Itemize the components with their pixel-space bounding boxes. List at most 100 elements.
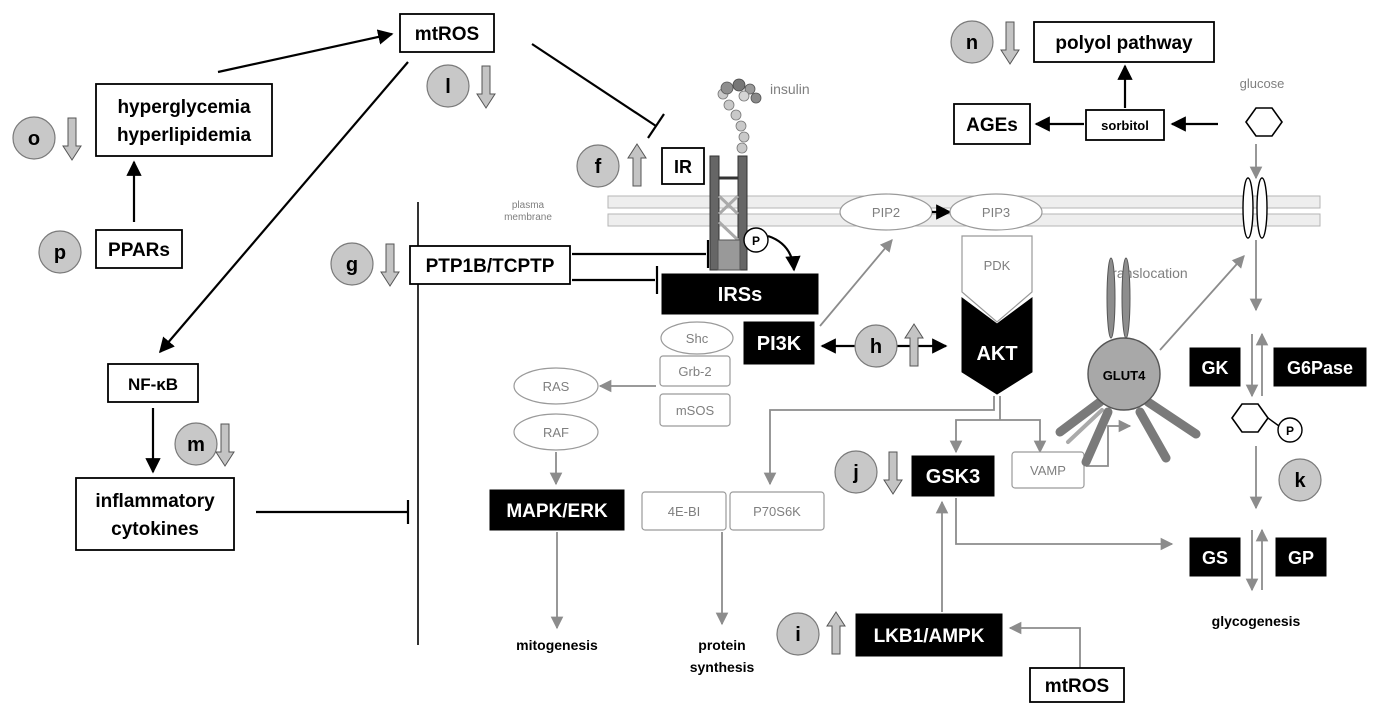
gs-box [1189,537,1241,577]
glut4-translocation-arrow [1159,255,1245,351]
grb2-label: Grb-2 [678,364,711,379]
ir-box [661,147,705,185]
raf-label: RAF [543,425,569,440]
translocation-label: translocation [1108,265,1187,281]
marker-p: p [38,230,82,274]
svg-text:m: m [187,434,205,456]
glucose6p-hexagon-icon [1231,403,1269,433]
glucose6p-bond [1267,417,1280,427]
polyol-label: polyol pathway [1055,33,1193,54]
mtros-top-box [399,13,495,53]
p70s6k-box [729,491,825,531]
vamp-box [1011,451,1085,489]
mtros-bottom-label: mtROS [1045,676,1109,697]
akt-node [961,297,1033,395]
hyperglycemia-label: hyperglycemia [117,97,250,118]
hyper-to-mtros-arrow [217,29,394,74]
marker-o: o [12,116,82,161]
p70s6k-label: P70S6K [753,504,801,519]
pip3-label: PIP3 [982,205,1010,220]
msos-box [659,393,731,427]
glucose6p-phospho-circle [1277,417,1303,443]
svg-text:l: l [445,76,451,98]
glut4-icon [1055,257,1201,467]
mtros-bottom-box [1029,667,1125,703]
vamp-label: VAMP [1030,463,1066,478]
up-arrow-icon [826,611,846,655]
svg-text:p: p [54,242,66,264]
pip2-label: PIP2 [872,205,900,220]
hyperlipidemia-label: hyperlipidemia [117,125,252,146]
pi3k-to-pip2-arrow [819,239,893,327]
marker-h: h [854,323,924,368]
glut4-label: GLUT4 [1103,368,1146,383]
ir-to-irss-arrow [767,234,801,272]
irss-label: IRSs [718,284,762,306]
ppars-label: PPARs [108,240,170,261]
mtros-to-nfkb-arrow [158,61,409,354]
insulin-label: insulin [770,81,810,97]
ir-phospho-label: P [752,234,760,248]
marker-j: j [834,450,903,495]
akt-to-p70s6k-arrow [763,396,995,486]
fourebi-box [641,491,727,531]
gp-box [1275,537,1327,577]
cytokines-box [75,477,235,551]
down-arrow-icon [380,243,400,287]
cytokines-label-1: inflammatory [95,491,215,512]
pip3-node [949,193,1043,231]
glucose-label: glucose [1240,76,1285,91]
pdk-node [961,235,1033,323]
insulin-molecule-icon [717,78,762,154]
ras-label: RAS [543,379,570,394]
marker-l: l [426,64,496,109]
down-arrow-icon [883,451,903,495]
hyperglycemia-box [95,83,273,157]
down-arrow-icon [215,423,235,467]
svg-text:i: i [795,624,801,646]
glucose6p-phospho-label: P [1286,424,1294,438]
marker-n: n [950,20,1020,65]
akt-branch-lines [955,396,1041,448]
down-arrow-icon [62,117,82,161]
ages-box [953,103,1031,145]
pi3k-box [743,321,815,365]
fourebi-label: 4E-BI [668,504,701,519]
shc-label: Shc [686,331,709,346]
mtros-top-label: mtROS [415,24,479,45]
gsk3-to-gs-arrow [955,498,1174,551]
protein-label-2: synthesis [690,659,755,675]
msos-label: mSOS [676,403,715,418]
marker-g: g [330,242,400,287]
gk-box [1189,347,1241,387]
glycogenesis-label: glycogenesis [1212,613,1301,629]
g6pase-box [1273,347,1367,387]
ptp-label: PTP1B/TCPTP [426,256,555,277]
gp-label: GP [1288,548,1314,568]
glucose-hexagon-icon [1245,107,1283,137]
mtros-to-ir-inhibition-line [531,43,657,127]
ras-node [513,367,599,405]
mapk-box [489,489,625,531]
g6pase-label: G6Pase [1287,358,1353,378]
sorbitol-label: sorbitol [1101,118,1149,133]
gs-label: GS [1202,548,1228,568]
pdk-label: PDK [984,258,1011,273]
lkb1-label: LKB1/AMPK [874,626,985,647]
sorbitol-box [1085,109,1165,141]
nfkb-label: NF-κB [128,375,178,394]
protein-label-1: protein [698,637,745,653]
marker-m: m [174,422,235,467]
down-arrow-icon [1000,21,1020,65]
pi3k-label: PI3K [757,333,802,355]
down-arrow-icon [476,65,496,109]
nfkb-box [107,363,199,403]
grb2-box [659,355,731,387]
cytokines-label-2: cytokines [111,519,199,540]
gsk3-label: GSK3 [926,466,980,488]
ppars-box [95,229,183,269]
svg-text:j: j [852,462,859,484]
shc-node [660,321,734,355]
svg-text:f: f [595,156,602,178]
